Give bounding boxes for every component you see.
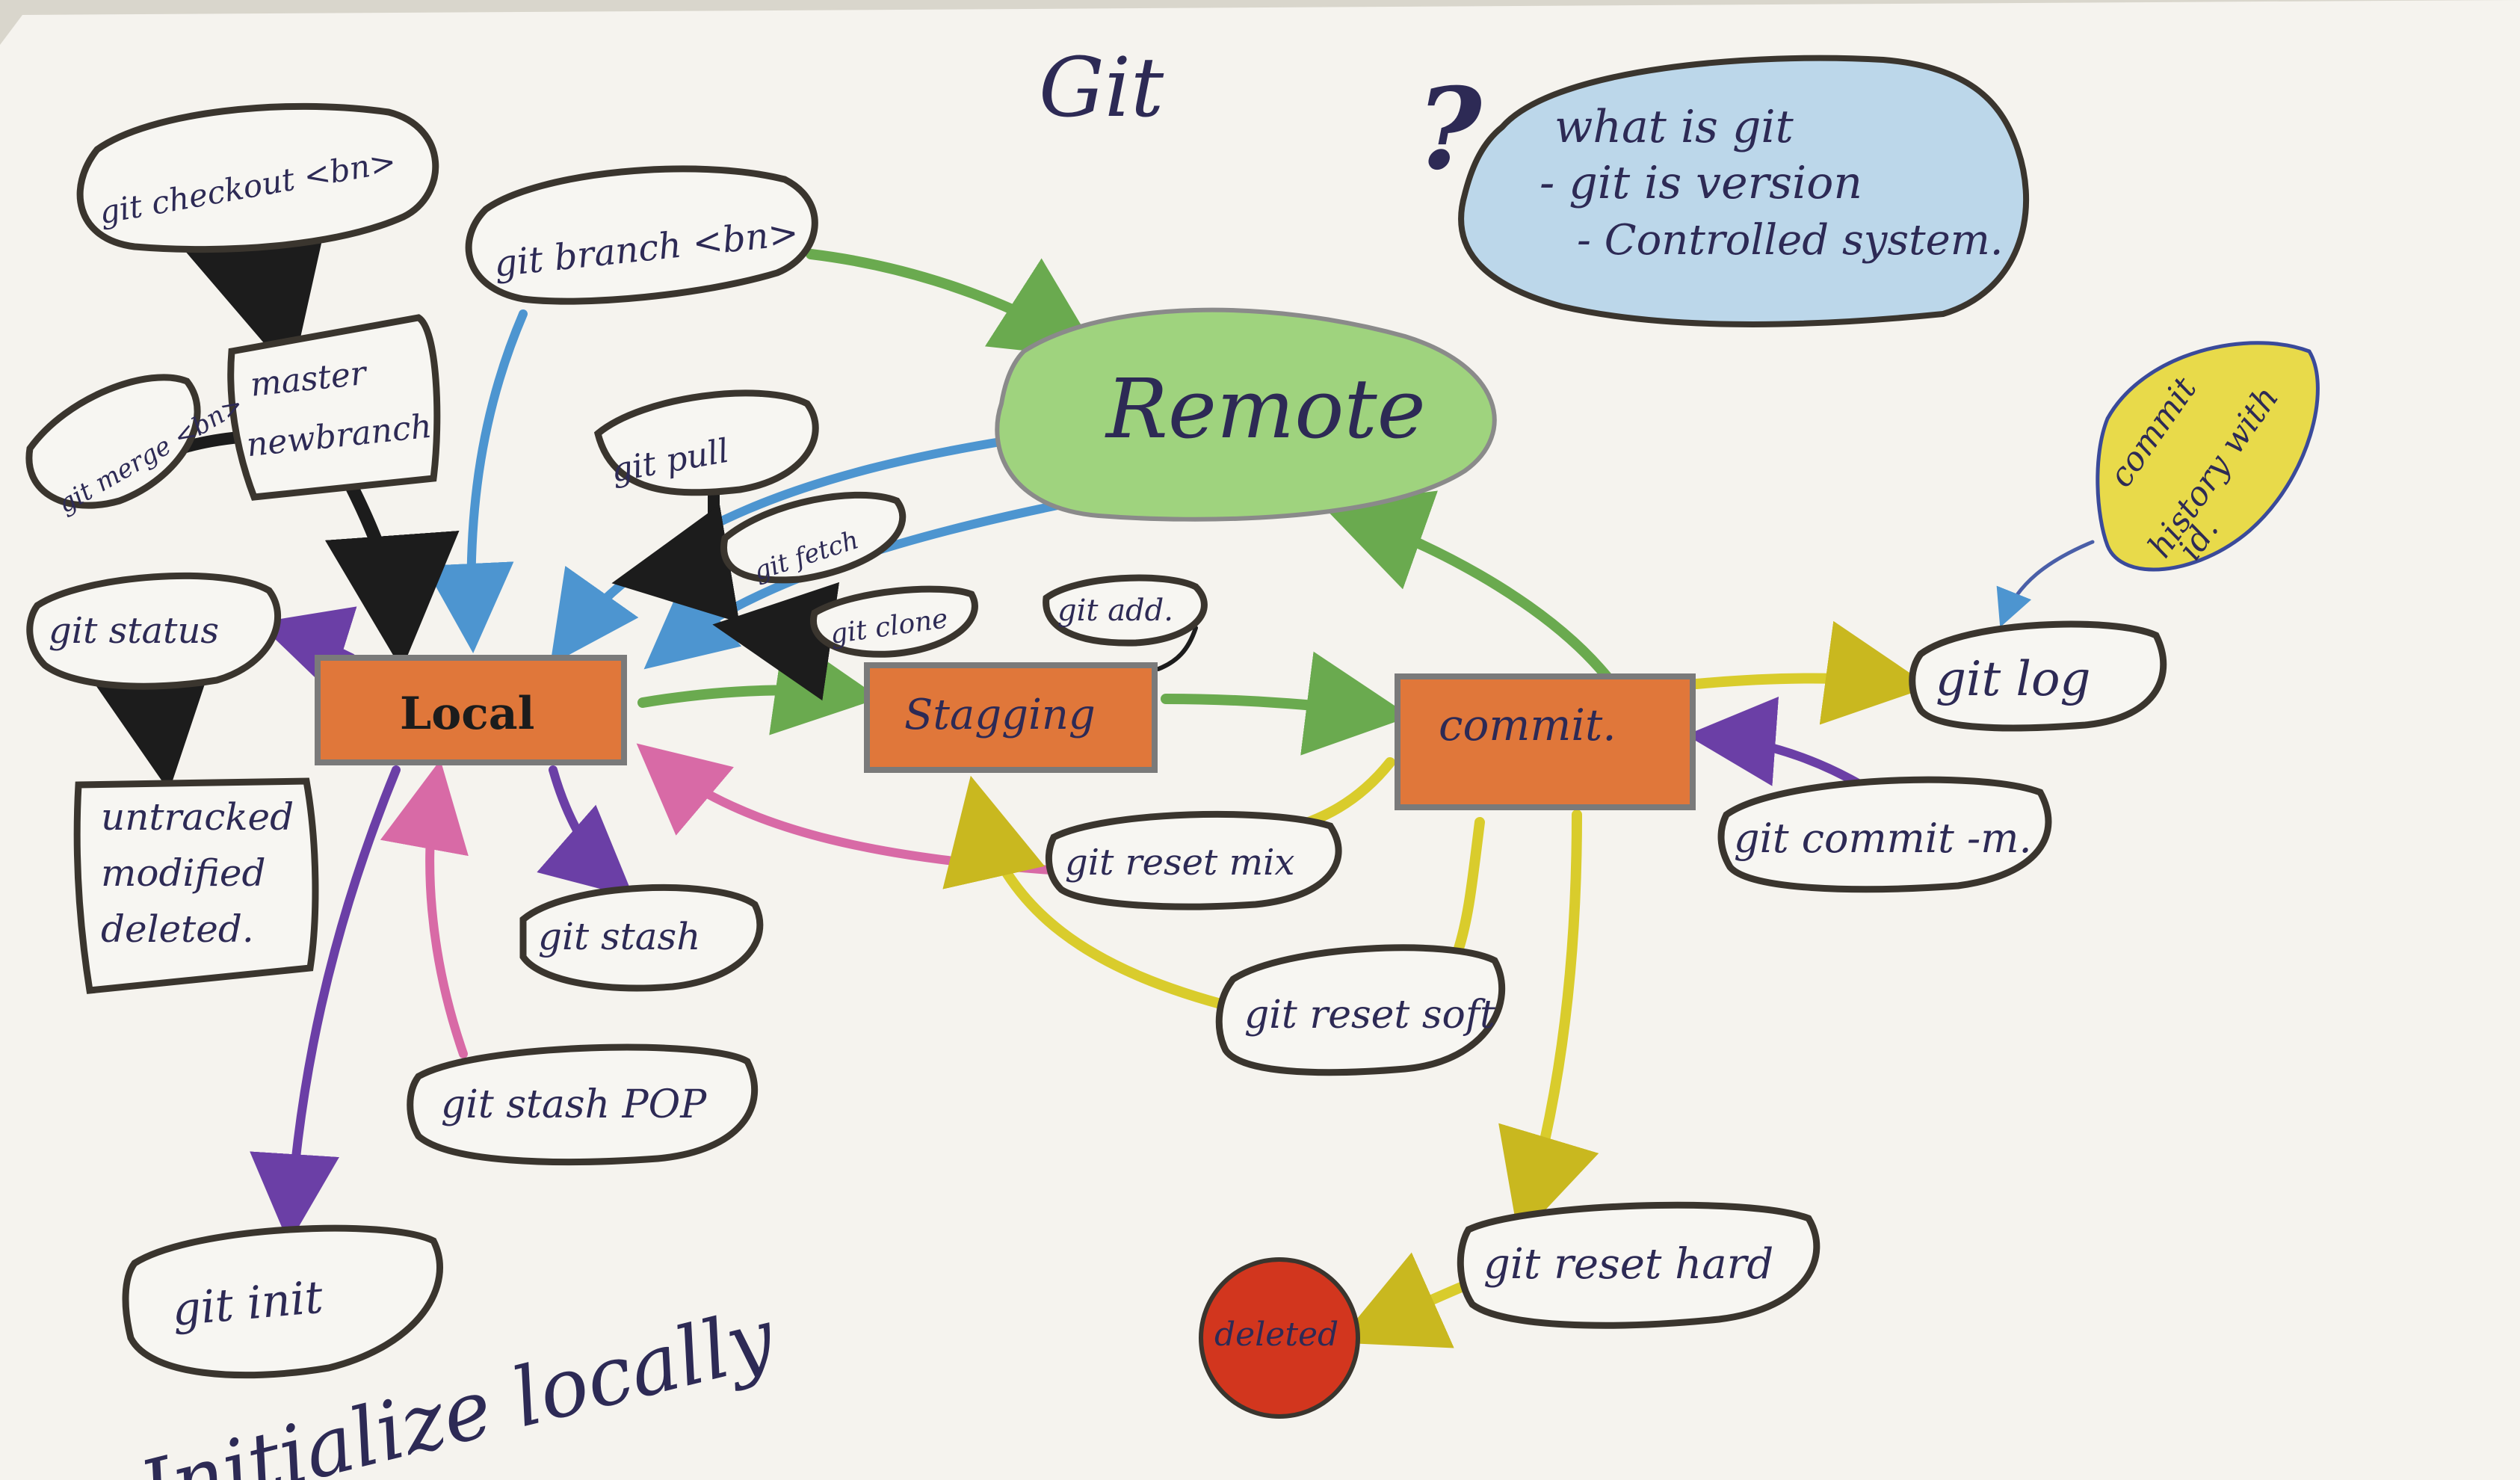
status-cloud <box>26 572 281 690</box>
label-status: git status <box>49 610 219 652</box>
branch-box <box>227 314 441 501</box>
arrow-commit-m-to-commit <box>1686 697 1865 789</box>
staging-node: Stagging <box>864 662 1158 773</box>
deleted-label: deleted <box>1214 1316 1338 1354</box>
arrow-local-to-stash <box>537 765 634 898</box>
arrow-commit-to-reset-hard <box>1498 810 1599 1239</box>
info-line-3: - Controlled system. <box>1577 216 2004 265</box>
local-label: Local <box>400 688 534 740</box>
status-line-2: modified <box>101 851 265 895</box>
arrow-commit-to-log <box>1691 620 1930 725</box>
stash-cloud <box>519 884 764 992</box>
arrow-commit-to-reset-soft <box>1452 817 1485 958</box>
commit-m-cloud <box>1717 776 2052 893</box>
reset-mix-cloud <box>1045 810 1342 910</box>
remote-label: Remote <box>1105 361 1426 457</box>
remote-node: Remote <box>995 307 1497 522</box>
status-box <box>73 777 319 994</box>
log-cloud <box>1909 620 2167 732</box>
branch-cloud <box>465 165 818 305</box>
arrow-branch-to-local <box>424 309 528 653</box>
label-log: git log <box>1936 652 2090 707</box>
history-note: commit history with id. <box>2096 341 2320 572</box>
commit-label: commit. <box>1439 700 1616 750</box>
arrow-master-to-local <box>324 479 460 670</box>
stash-pop-cloud <box>407 1043 758 1166</box>
info-line-1: what is git <box>1554 101 1794 153</box>
arrow-remote-to-local-pull <box>550 437 1010 665</box>
arrow-reset-hard-to-deleted <box>1337 1252 1470 1348</box>
reset-soft-cloud <box>1215 944 1506 1076</box>
merge-cloud <box>25 374 201 509</box>
arrow-staging-to-commit <box>1161 651 1411 756</box>
label-stash-pop: git stash POP <box>441 1082 707 1127</box>
arrow-checkout-to-master <box>172 196 332 376</box>
arrow-local-to-init <box>250 765 401 1244</box>
arrow-history-to-log <box>1996 540 2095 628</box>
label-reset-soft: git reset soft <box>1244 993 1495 1037</box>
reset-hard-cloud <box>1457 1201 1820 1329</box>
staging-label: Stagging <box>904 691 1096 739</box>
label-add: git add. <box>1057 593 1173 628</box>
info-line-2: - git is version <box>1540 157 1862 209</box>
init-cloud <box>122 1224 443 1379</box>
label-reset-hard: git reset hard <box>1483 1240 1773 1289</box>
status-line-3: deleted. <box>101 907 254 951</box>
clone-cloud <box>810 585 978 658</box>
label-commit-m: git commit -m. <box>1734 815 2032 862</box>
arrow-commit-to-remote <box>1321 490 1612 682</box>
fetch-cloud <box>720 491 907 584</box>
arrow-reset-soft-to-staging <box>942 775 1246 1014</box>
arrow-stash-pop-to-local <box>380 759 469 1058</box>
status-line-1: untracked <box>101 795 294 839</box>
local-node: Local <box>315 655 627 765</box>
label-stash: git stash <box>538 915 700 958</box>
arrow-add-to-staging <box>1156 626 1198 671</box>
label-reset-mix: git reset mix <box>1065 842 1295 884</box>
commit-node: commit. <box>1395 673 1696 810</box>
page-title: Git <box>1039 40 1164 135</box>
pull-cloud <box>593 389 819 496</box>
checkout-cloud <box>76 102 439 253</box>
arrow-clone-to-local <box>712 582 840 701</box>
add-cloud <box>1043 574 1208 647</box>
deleted-node: deleted <box>1199 1257 1360 1419</box>
info-cloud: what is git - git is version - Controlle… <box>1458 55 2030 327</box>
